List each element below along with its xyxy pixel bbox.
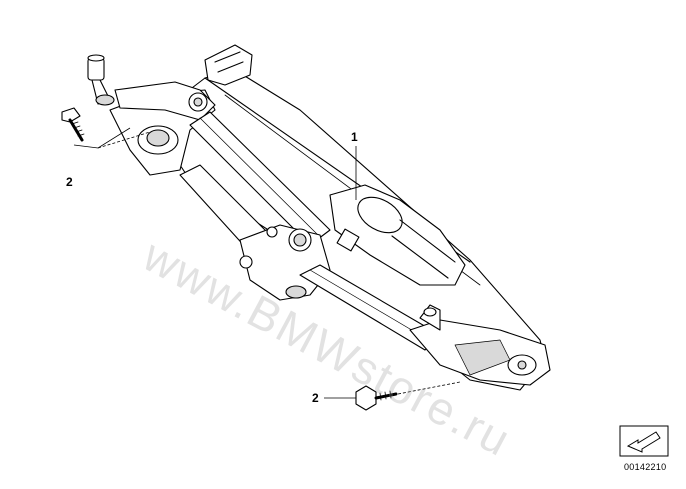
center-bracket [239,224,331,301]
arrow-box-icon[interactable] [619,425,669,457]
callout-part-2-upper: 2 [66,175,73,189]
upper-link-rod [189,111,331,246]
lower-bolt [355,385,398,411]
top-clip [204,44,253,86]
left-spindle [87,54,115,106]
callout-part-2-lower: 2 [312,391,319,405]
upper-bolt [61,107,85,142]
right-pivot-housing [409,304,551,386]
reference-number: 00142210 [624,462,667,472]
wiper-motor [329,184,466,286]
callout-part-1: 1 [351,130,358,144]
leader-lines [73,127,461,399]
crank-arm [114,81,216,121]
